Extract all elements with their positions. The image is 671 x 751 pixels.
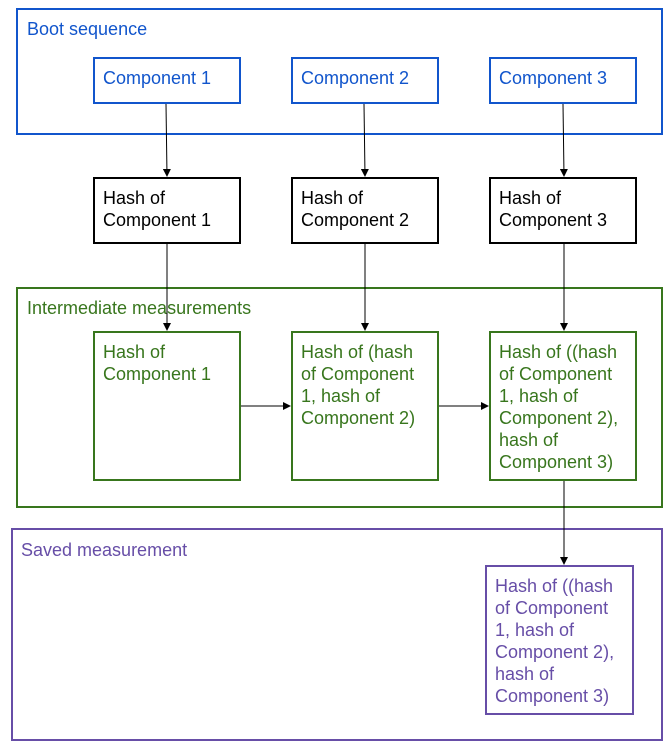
hash-component-2-box: Hash of Component 2 <box>291 177 439 244</box>
intermediate-measurement-2-box: Hash of (hash of Component 1, hash of Co… <box>291 331 439 481</box>
boot-sequence-label: Boot sequence <box>27 19 148 39</box>
intermediate-measurement-1-box: Hash of Component 1 <box>93 331 241 481</box>
boot-sequence-group <box>16 8 663 135</box>
saved-measurement-group <box>11 528 663 741</box>
intermediate-measurements-label: Intermediate measurements <box>27 298 252 318</box>
hash-component-1-box: Hash of Component 1 <box>93 177 241 244</box>
saved-measurement-box: Hash of ((hash of Component 1, hash of C… <box>485 565 634 715</box>
hash-component-3-box: Hash of Component 3 <box>489 177 637 244</box>
component-2-box: Component 2 <box>291 57 439 104</box>
component-1-box: Component 1 <box>93 57 241 104</box>
intermediate-measurements-group <box>16 287 663 508</box>
component-3-box: Component 3 <box>489 57 637 104</box>
saved-measurement-label: Saved measurement <box>21 540 188 560</box>
intermediate-measurement-3-box: Hash of ((hash of Component 1, hash of C… <box>489 331 637 481</box>
